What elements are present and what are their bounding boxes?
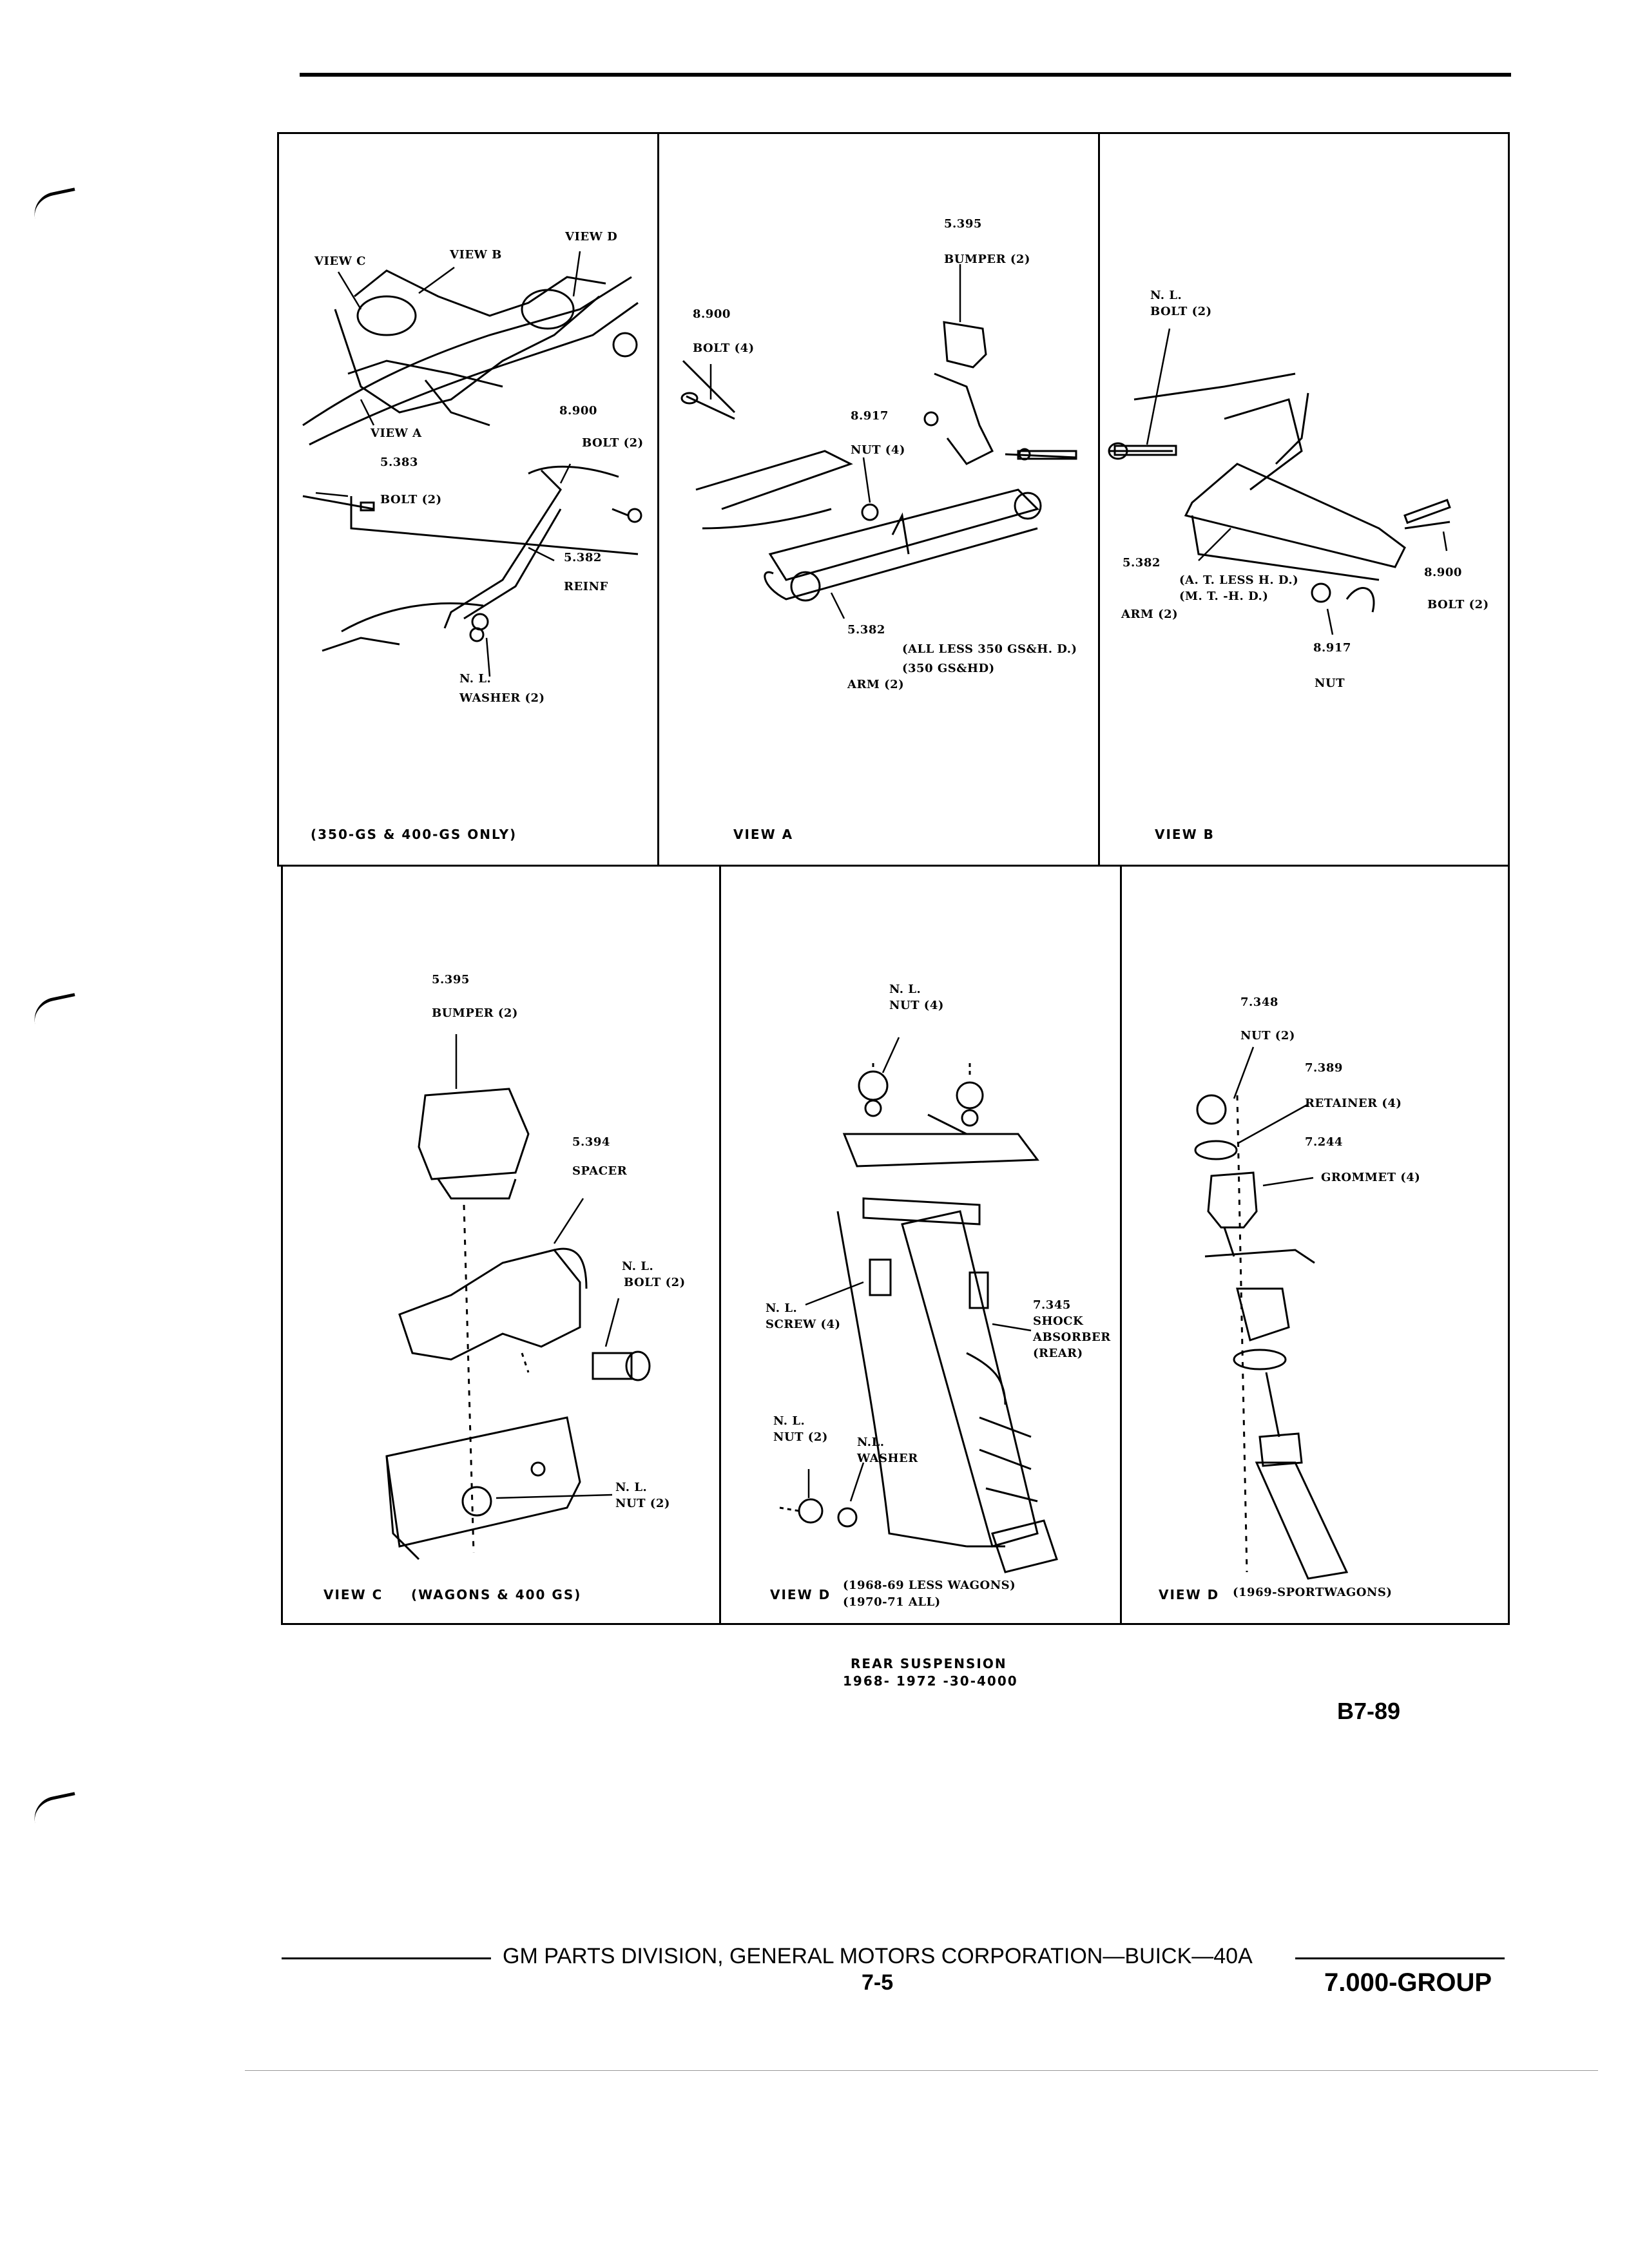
panel6-leaders <box>1233 1046 1314 1187</box>
p2-bolt: BOLT (4) <box>693 341 755 355</box>
p1-reinf: REINF <box>564 580 608 593</box>
p4-bumper: BUMPER (2) <box>432 1006 518 1020</box>
divider-bottom-2 <box>1120 865 1122 1625</box>
p1-view-c-label: VIEW C <box>314 255 366 268</box>
panel4-leaders <box>455 1034 620 1499</box>
p6-nut: NUT (2) <box>1240 1029 1295 1043</box>
p5-caption: VIEW D <box>770 1587 831 1602</box>
p3-part-5382: 5.382 <box>1123 556 1161 570</box>
p5-nl-top: N. L. <box>889 983 921 996</box>
p3-mt-hd: (M. T. -H. D.) <box>1179 590 1269 603</box>
divider-top-2 <box>1098 132 1100 867</box>
p1-part-8900: 8.900 <box>559 404 597 418</box>
footer-rule-right <box>1295 1957 1505 1959</box>
p3-arm: ARM (2) <box>1121 608 1179 621</box>
p2-arm: ARM (2) <box>847 678 905 691</box>
p1-bolt-5383: BOLT (2) <box>380 493 442 506</box>
p5-screw: SCREW (4) <box>766 1318 841 1331</box>
p3-part-8900: 8.900 <box>1424 566 1462 579</box>
panel2-leaders <box>709 264 961 619</box>
p4-nl-nut: N. L. <box>615 1481 648 1494</box>
p2-part-8917: 8.917 <box>851 409 889 423</box>
panel2-view-a-illustration <box>680 321 1077 602</box>
p1-part-5382: 5.382 <box>564 551 602 564</box>
footer-group: 7.000-GROUP <box>1324 1968 1492 1997</box>
page-code: B7-89 <box>1337 1698 1401 1724</box>
p1-caption: (350-GS & 400-GS ONLY) <box>311 827 517 842</box>
p3-nut: NUT <box>1315 677 1345 690</box>
p1-view-d-label: VIEW D <box>565 230 618 244</box>
p2-nut: NUT (4) <box>851 443 905 457</box>
p1-washer: WASHER (2) <box>459 691 545 705</box>
p6-grommet: GROMMET (4) <box>1321 1171 1421 1184</box>
panel1-assembly-illustration <box>302 269 642 652</box>
p4-caption-note: (WAGONS & 400 GS) <box>411 1587 582 1602</box>
panel5-view-d-illustration <box>779 1063 1058 1573</box>
p6-part-7348: 7.348 <box>1240 995 1278 1009</box>
p5-nut: NUT (2) <box>773 1430 828 1444</box>
p2-part-5395: 5.395 <box>944 217 982 231</box>
panel6-view-d-sportwagon-illustration <box>1194 1094 1349 1580</box>
figure-title: REAR SUSPENSION <box>851 1656 1007 1671</box>
p6-retainer: RETAINER (4) <box>1305 1097 1402 1110</box>
p4-part-5394: 5.394 <box>572 1135 610 1149</box>
p3-bolt-right: BOLT (2) <box>1427 598 1489 611</box>
top-rule <box>300 73 1511 77</box>
p1-view-a-label: VIEW A <box>371 427 422 440</box>
p2-caption: VIEW A <box>733 827 794 842</box>
p3-bolt-top: BOLT (2) <box>1150 305 1212 318</box>
footer-publisher: GM PARTS DIVISION, GENERAL MOTORS CORPOR… <box>503 1944 1253 1968</box>
p1-view-b-label: VIEW B <box>450 248 502 262</box>
p6-caption-note: (1969-SPORTWAGONS) <box>1233 1586 1393 1599</box>
footer-page-number: 7-5 <box>862 1970 894 1995</box>
p4-nut: NUT (2) <box>615 1497 670 1510</box>
p6-caption: VIEW D <box>1159 1587 1220 1602</box>
p3-caption: VIEW B <box>1155 827 1215 842</box>
p1-bolt-8900: BOLT (2) <box>582 436 644 450</box>
panel3-view-b-illustration <box>1108 372 1451 613</box>
p4-nl-bolt: N. L. <box>622 1260 654 1273</box>
p5-caption-note-1: (1968-69 LESS WAGONS) <box>843 1579 1016 1592</box>
panel5-leaders <box>805 1037 1032 1502</box>
p3-part-8917: 8.917 <box>1313 641 1351 655</box>
p5-caption-note-2: (1970-71 ALL) <box>843 1595 941 1609</box>
p2-gs-hd: (350 GS&HD) <box>902 662 995 675</box>
p5-rear: (REAR) <box>1033 1347 1083 1360</box>
p5-absorber: ABSORBER <box>1033 1331 1111 1344</box>
p5-part-7345: 7.345 <box>1033 1298 1071 1312</box>
p2-part-5382: 5.382 <box>847 623 885 637</box>
panel4-view-c-illustration <box>385 1088 651 1561</box>
p1-nl: N. L. <box>459 672 492 686</box>
diagram-grid-bottom <box>281 865 1510 1625</box>
panel3-leaders <box>1146 328 1448 635</box>
divider-top-1 <box>657 132 659 867</box>
p4-part-5395: 5.395 <box>432 973 470 986</box>
p5-nut-top: NUT (4) <box>889 999 944 1012</box>
p5-nl-nut: N. L. <box>773 1414 805 1428</box>
p2-bumper: BUMPER (2) <box>944 253 1030 266</box>
p1-part-5383: 5.383 <box>380 456 418 469</box>
figure-subtitle: 1968- 1972 -30-4000 <box>843 1673 1018 1689</box>
p4-spacer: SPACER <box>572 1164 628 1178</box>
panel1-leaders <box>315 251 581 677</box>
p5-washer: WASHER <box>857 1452 918 1465</box>
p6-part-7389: 7.389 <box>1305 1061 1343 1075</box>
p6-part-7244: 7.244 <box>1305 1135 1343 1149</box>
p4-caption: VIEW C <box>323 1587 383 1602</box>
p5-shock: SHOCK <box>1033 1314 1084 1328</box>
p5-nl-screw: N. L. <box>766 1302 798 1315</box>
footer-rule-left <box>282 1957 491 1959</box>
p5-nl-washer: N.L. <box>857 1436 885 1449</box>
p2-all-less: (ALL LESS 350 GS&H. D.) <box>902 642 1077 656</box>
p4-bolt: BOLT (2) <box>624 1276 686 1289</box>
p2-part-8900: 8.900 <box>693 307 731 321</box>
p3-nl: N. L. <box>1150 289 1182 302</box>
scan-bottom-edge <box>245 2070 1598 2071</box>
p3-at-less: (A. T. LESS H. D.) <box>1179 573 1299 587</box>
divider-bottom-1 <box>719 865 721 1625</box>
